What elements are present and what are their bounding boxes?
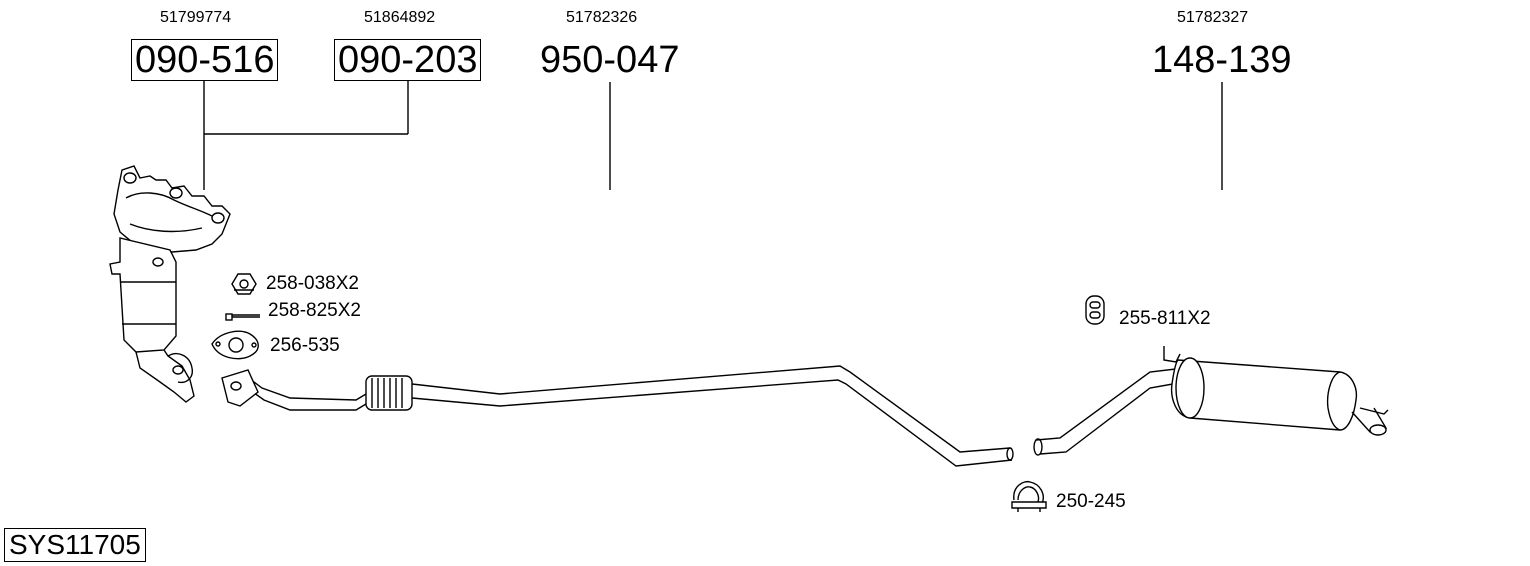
accessory-bolt-code[interactable]: 258-825X2: [268, 300, 361, 321]
system-code-label: SYS11705: [4, 528, 146, 562]
front-pipe: [221, 365, 1014, 467]
clamp-icon: [1011, 480, 1047, 512]
accessory-hanger-code[interactable]: 255-811X2: [1119, 308, 1211, 329]
part-3-code[interactable]: 950-047: [540, 39, 680, 81]
part-3-oe-number: 51782326: [566, 9, 638, 26]
part-4-oe-number: 51782327: [1177, 9, 1249, 26]
gasket-icon: [211, 330, 259, 360]
part-4-code[interactable]: 148-139: [1152, 39, 1292, 81]
rear-silencer: [1033, 346, 1389, 456]
leader-lines: [203, 80, 1223, 190]
accessory-clamp-code[interactable]: 250-245: [1056, 491, 1126, 512]
bolt-icon: [225, 313, 260, 321]
part-2-oe-number: 51864892: [364, 9, 436, 26]
accessory-nut-code[interactable]: 258-038X2: [266, 273, 359, 294]
manifold-catalytic-converter: [109, 165, 231, 403]
accessory-gasket-code[interactable]: 256-535: [270, 335, 340, 356]
nut-icon: [231, 273, 257, 295]
part-1-code[interactable]: 090-516: [131, 39, 279, 81]
part-1-oe-number: 51799774: [160, 9, 232, 26]
part-2-code[interactable]: 090-203: [334, 39, 482, 81]
rubber-hanger-icon: [1085, 295, 1105, 325]
